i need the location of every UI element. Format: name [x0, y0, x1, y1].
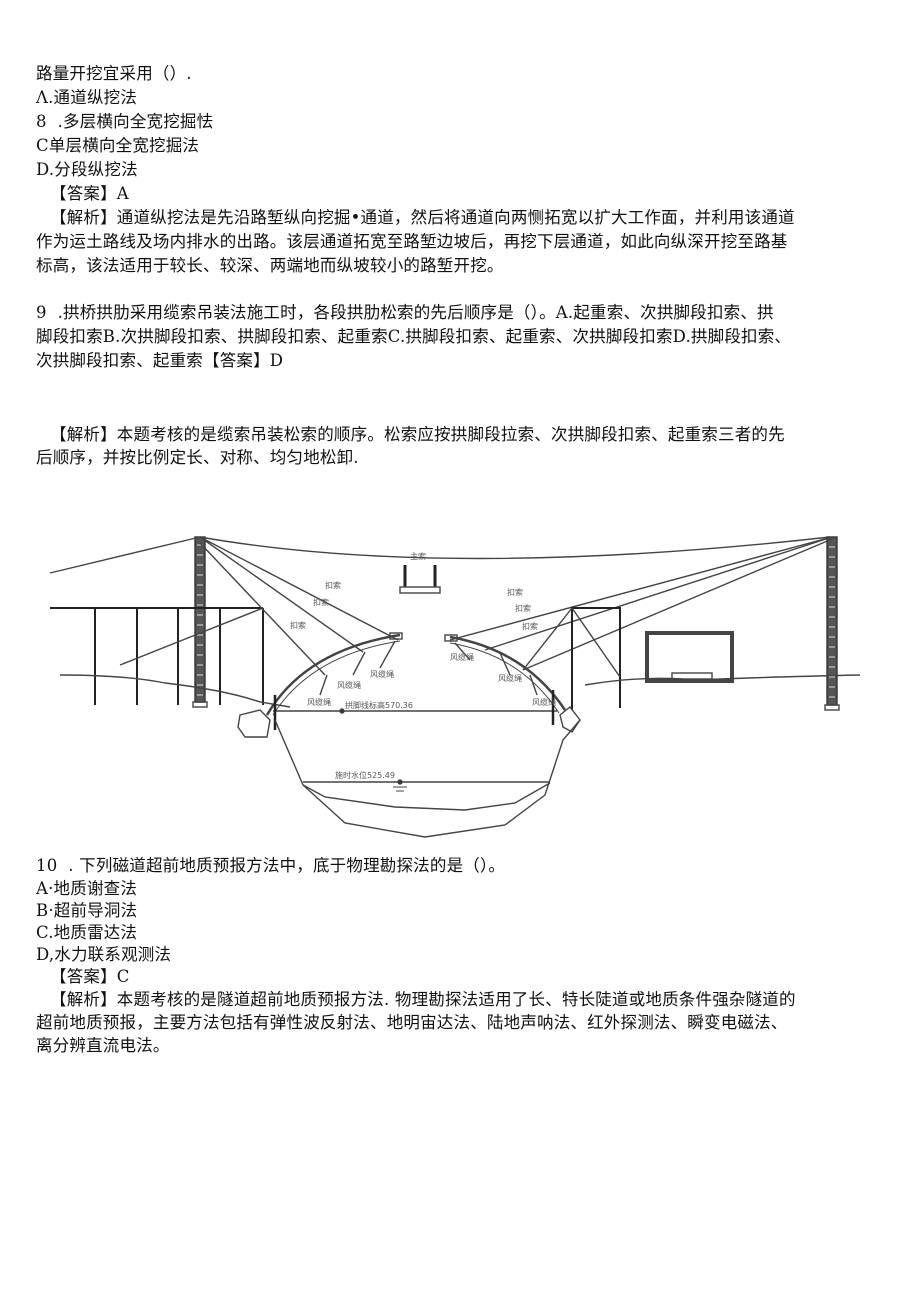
- bridge-diagram-svg: 主索 扣索 扣索 扣索 风缆绳 风缆绳 风缆绳 扣索 扣索 扣索 风缆绳 风缆绳…: [49, 536, 860, 838]
- q9-line-2: 脚段扣索B.次拱脚段扣索、拱脚段扣索、起重索C.拱脚段扣索、起重索、次拱脚段扣索…: [36, 327, 792, 346]
- label-wind-cable-3: 风缆绳: [307, 697, 331, 707]
- q9-line-1: 9 .拱桥拱肋采用缆索吊装法施工时，各段拱肋松索的先后顺序是（）。A.起重索、次…: [36, 303, 774, 322]
- q8-analysis-line-2: 作为运土路线及场内排水的出路。该层通道拓宽至路堑边坡后，再挖下层通道，如此向纵深…: [36, 232, 788, 251]
- label-buckle-cable-2: 扣索: [313, 597, 329, 607]
- label-wind-cable-5: 风缆绳: [498, 673, 522, 683]
- q8-option-c: C单层横向全宽挖掘法: [36, 136, 200, 155]
- label-main-cable: 主索: [410, 551, 426, 561]
- q10-answer: 【答案】C: [50, 967, 130, 986]
- q10-analysis-line-1: 【解析】本题考核的是隧道超前地质预报方法. 物理勘探法适用了长、特长陡道或地质条…: [50, 990, 796, 1009]
- q8-answer: 【答案】A: [50, 184, 129, 203]
- q9-analysis-line-2: 后顺序，并按比例定长、对称、均匀地松卸.: [36, 448, 359, 467]
- q10-stem: 10 . 下列磁道超前地质预报方法中，底于物理勘探法的是（）。: [36, 856, 506, 875]
- q10-option-c: C.地质雷达法: [36, 923, 138, 942]
- q8-option-b: 8 .多层横向全宽挖掘怯: [36, 112, 214, 131]
- label-water-level: 施时水位525.49: [335, 770, 395, 780]
- q10-analysis-line-3: 离分辨直流电法。: [36, 1036, 170, 1055]
- q9-line-3: 次拱脚段扣索、起重索【答案】D: [36, 351, 284, 370]
- q8-analysis-line-3: 标高，该法适用于较长、较深、两端地而纵坡较小的路堑开挖。: [36, 256, 504, 275]
- label-wind-cable-1: 风缆绳: [370, 669, 394, 679]
- label-buckle-cable-6: 扣索: [522, 621, 538, 631]
- label-wind-cable-2: 风缆绳: [337, 680, 361, 690]
- label-arch-foot-elevation: 拱脚线标高570.36: [345, 700, 413, 710]
- q10-option-b: B·超前导洞法: [36, 901, 138, 920]
- q8-analysis-line-1: 【解析】通道纵挖法是先沿路堑纵向挖掘•通道，然后将通道向两恻拓宽以扩大工作面，并…: [50, 208, 795, 227]
- q9-analysis-line-1: 【解析】本题考核的是缆索吊装松索的顺序。松索应按拱脚段拉索、次拱脚段扣索、起重索…: [50, 425, 785, 444]
- label-wind-cable-4: 风缆绳: [450, 652, 474, 662]
- q8-stem-tail: 路量开挖宜采用（）.: [36, 64, 192, 83]
- q8-option-a: Λ.通道纵挖法: [36, 88, 138, 107]
- label-wind-cable-6: 风缆绳: [532, 697, 556, 707]
- label-buckle-cable-1: 扣索: [325, 580, 341, 590]
- cable-hoisting-diagram: 主索 扣索 扣索 扣索 风缆绳 风缆绳 风缆绳 扣索 扣索 扣索 风缆绳 风缆绳…: [45, 525, 860, 845]
- q8-option-d: D.分段纵挖法: [36, 160, 138, 179]
- q10-analysis-line-2: 超前地质预报，主要方法包括有弹性波反射法、地明宙达法、陆地声呐法、红外探测法、瞬…: [36, 1013, 788, 1032]
- label-buckle-cable-3: 扣索: [290, 620, 306, 630]
- q10-option-d: D,水力联系观测法: [36, 945, 172, 964]
- q10-option-a: A·地质谢查法: [36, 879, 138, 898]
- label-buckle-cable-5: 扣索: [515, 603, 531, 613]
- label-buckle-cable-4: 扣索: [507, 587, 523, 597]
